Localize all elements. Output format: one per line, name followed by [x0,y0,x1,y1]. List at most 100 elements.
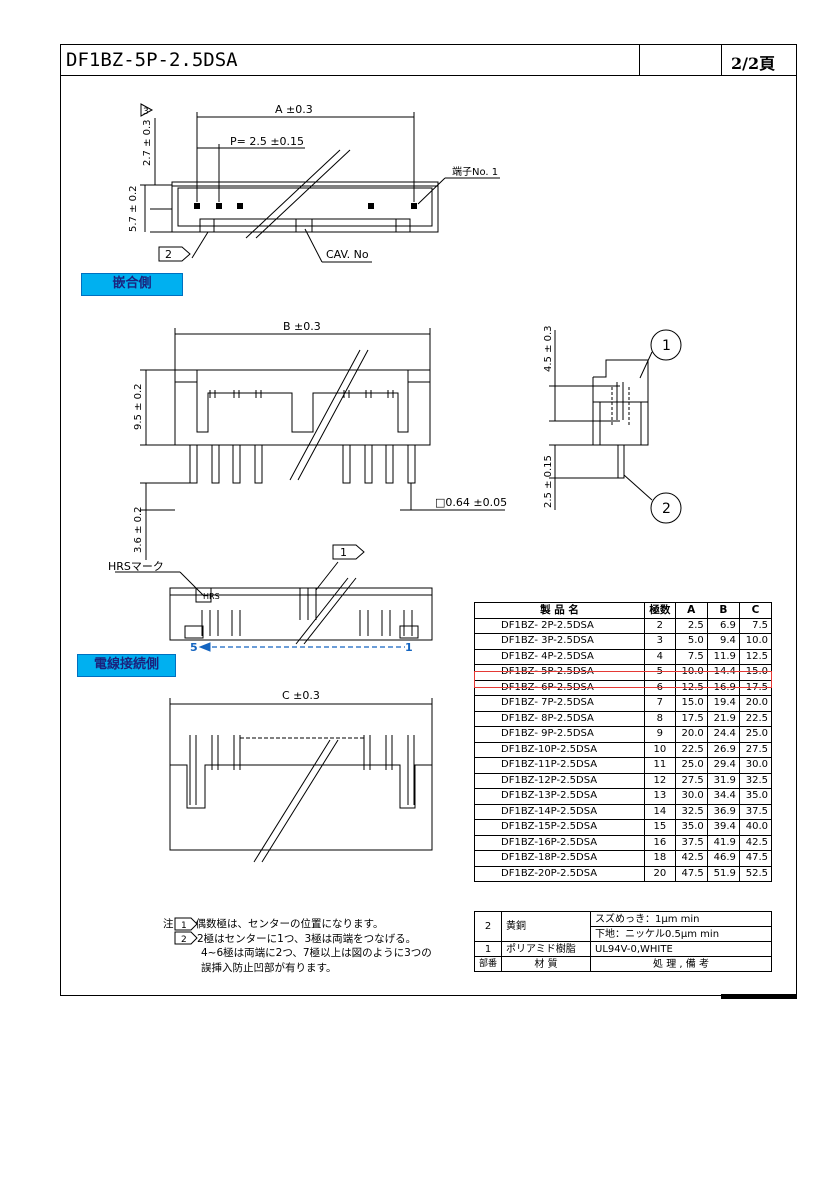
front-view [140,328,505,560]
value-cell: 6.9 [706,617,740,634]
value-cell: 17.5 [674,710,708,727]
value-cell: 21.9 [706,710,740,727]
selected-row-highlight [474,671,772,688]
dim-36-label: 3.6 ± 0.2 [133,506,144,553]
mating-side-label: 嵌合側 [81,273,183,296]
value-cell: 15 [644,819,676,836]
value-cell: 9 [644,726,676,743]
dim-b-label: B ±0.3 [283,320,321,333]
value-cell: 22.5 [674,741,708,758]
value-cell: 30.0 [738,757,773,774]
drawing-frame [60,44,797,996]
value-cell: 25.0 [674,757,708,774]
value-cell: 20.0 [738,695,773,712]
material-treat-1: UL94V-0,WHITE [590,941,772,957]
title-bar [60,44,797,76]
dim-p-label: P= 2.5 ±0.15 [230,135,304,148]
value-cell: 47.5 [738,850,773,867]
section-view [169,698,433,863]
frame-corner-bar [721,994,797,999]
callout-2: 2 [662,501,671,517]
note-tag-2: 2 [165,248,172,261]
product-name-cell: DF1BZ-18P-2.5DSA [474,850,645,867]
note-tag-3: 3 [143,107,149,117]
value-cell: 12.5 [738,648,773,665]
material-name-2: 黄銅 [501,911,591,942]
material-footer: 部番 材 質 処 理 , 備 考 [474,956,772,972]
value-cell: 15.0 [674,695,708,712]
product-name-cell: DF1BZ- 8P-2.5DSA [474,710,645,727]
header-b: B [706,602,740,619]
value-cell: 4 [644,648,676,665]
material-no-1: 1 [474,941,502,957]
product-name-cell: DF1BZ- 3P-2.5DSA [474,633,645,650]
value-cell: 37.5 [738,803,773,820]
value-cell: 7.5 [738,617,773,634]
note-tag-1: 1 [340,546,347,559]
material-treat-2a: スズめっき：1μm min [590,911,772,927]
value-cell: 18 [644,850,676,867]
cavity-right-label: 1 [405,641,413,654]
page-number: 2/2頁 [731,54,776,73]
value-cell: 42.5 [738,834,773,851]
wire-side-view [115,544,433,652]
notes-prefix: 注 [163,918,174,930]
header-a: A [674,602,708,619]
notes-tag-2: 2 [181,935,187,945]
value-cell: 31.9 [706,772,740,789]
terminal-no-label: 端子No. 1 [452,165,498,178]
value-cell: 10 [644,741,676,758]
value-cell: 46.9 [706,850,740,867]
callout-1: 1 [662,338,671,354]
dim-c-label: C ±0.3 [282,689,320,702]
value-cell: 47.5 [674,865,708,882]
dim-95-label: 9.5 ± 0.2 [133,383,144,430]
product-name-cell: DF1BZ-10P-2.5DSA [474,741,645,758]
value-cell: 19.4 [706,695,740,712]
value-cell: 3 [644,633,676,650]
note-2: 2極はセンターに1つ、3極は両端をつなげる。 [197,932,417,945]
product-name-cell: DF1BZ- 9P-2.5DSA [474,726,645,743]
value-cell: 26.9 [706,741,740,758]
value-cell: 2.5 [674,617,708,634]
value-cell: 25.0 [738,726,773,743]
value-cell: 41.9 [706,834,740,851]
header-product-name: 製 品 名 [474,602,645,619]
wire-side-label: 電線接続側 [77,654,176,677]
product-name-cell: DF1BZ-16P-2.5DSA [474,834,645,851]
value-cell: 35.0 [674,819,708,836]
note-3: 4~6極は両端に2つ、7極以上は図のように3つの [201,947,432,959]
mating-side-view [140,103,500,263]
value-cell: 35.0 [738,788,773,805]
value-cell: 8 [644,710,676,727]
value-cell: 27.5 [738,741,773,758]
product-name-cell: DF1BZ-11P-2.5DSA [474,757,645,774]
value-cell: 2 [644,617,676,634]
value-cell: 30.0 [674,788,708,805]
dim-27-label: 2.7 ± 0.3 [142,119,153,166]
value-cell: 32.5 [674,803,708,820]
dim-25-label: 2.5 ± 0.15 [543,455,554,508]
hrs-mark-label: HRSマーク [108,560,164,573]
value-cell: 32.5 [738,772,773,789]
value-cell: 7 [644,695,676,712]
note-1: 偶数極は、センターの位置になります。 [195,918,384,930]
value-cell: 24.4 [706,726,740,743]
header-c: C [738,602,773,619]
value-cell: 29.4 [706,757,740,774]
drawing-title: DF1BZ-5P-2.5DSA [66,49,238,71]
product-name-cell: DF1BZ- 2P-2.5DSA [474,617,645,634]
value-cell: 7.5 [674,648,708,665]
notes-tag-1: 1 [181,921,187,931]
note-4: 誤挿入防止凹部が有ります。 [201,961,337,974]
